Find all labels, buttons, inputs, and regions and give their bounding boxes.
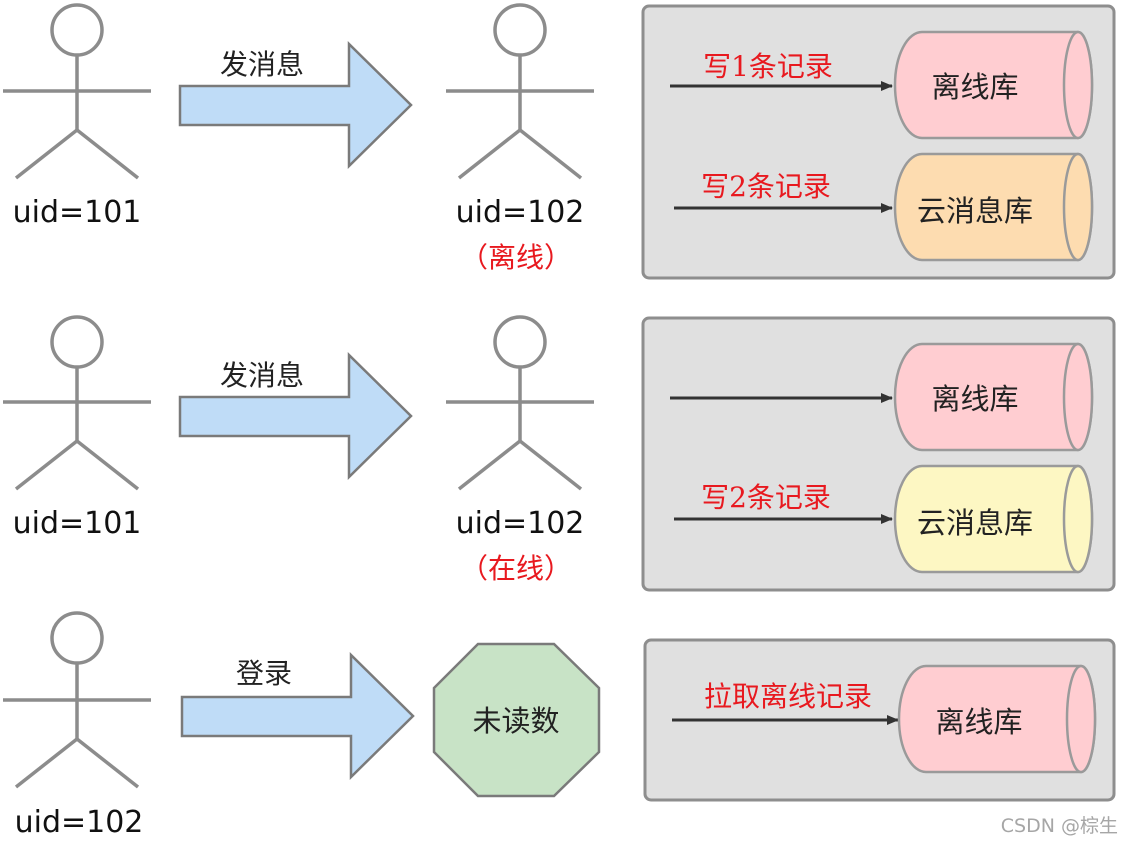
sender-uid-label: uid=101 [13, 506, 142, 541]
receiver-status-online: （在线） [460, 552, 572, 585]
receiver-uid-label: uid=102 [456, 195, 585, 230]
pull-offline-records-label: 拉取离线记录 [704, 680, 872, 713]
cloud-db-cylinder [893, 152, 1094, 262]
row-3: uid=102 登录 未读数 拉取离线记录 离线库 [3, 611, 1116, 840]
offline-db-cylinder [897, 664, 1097, 774]
send-message-label: 发消息 [220, 48, 304, 81]
offline-db-label: 离线库 [931, 382, 1018, 416]
actor-sender-row-1 [3, 3, 151, 180]
cloud-db-label: 云消息库 [917, 506, 1033, 540]
send-message-label: 发消息 [220, 359, 304, 392]
offline-db-label: 离线库 [935, 705, 1022, 739]
send-message-arrow [178, 41, 413, 169]
cloud-db-cylinder [893, 464, 1094, 574]
login-arrow [180, 652, 415, 780]
row-2: uid=101 发消息 uid=102 （在线） 离线库 写2条记录 云消息库 [3, 315, 1116, 592]
send-message-arrow [178, 352, 413, 480]
actor-sender-row-2 [3, 315, 151, 491]
login-label: 登录 [236, 657, 292, 690]
sender-uid-label: uid=101 [13, 195, 142, 230]
unread-count-label: 未读数 [472, 704, 559, 738]
write-2-records-label: 写2条记录 [701, 481, 831, 514]
actor-login-user [3, 611, 151, 789]
write-2-records-label: 写2条记录 [701, 170, 831, 203]
offline-db-cylinder [893, 342, 1094, 452]
unread-count-octagon [432, 642, 601, 798]
receiver-uid-label: uid=102 [456, 506, 585, 541]
login-uid-label: uid=102 [15, 805, 144, 840]
write-1-record-label: 写1条记录 [703, 50, 833, 83]
actor-receiver-row-1 [446, 3, 594, 180]
watermark-text: CSDN @棕生 [1001, 815, 1118, 837]
receiver-status-offline: （离线） [460, 241, 572, 274]
offline-db-label: 离线库 [931, 70, 1018, 104]
cloud-db-label: 云消息库 [917, 194, 1033, 228]
row-1: uid=101 发消息 uid=102 （离线） 写1条记录 离线库 写2条记录 [3, 3, 1116, 280]
actor-receiver-row-2 [446, 315, 594, 491]
offline-db-cylinder [893, 30, 1094, 140]
